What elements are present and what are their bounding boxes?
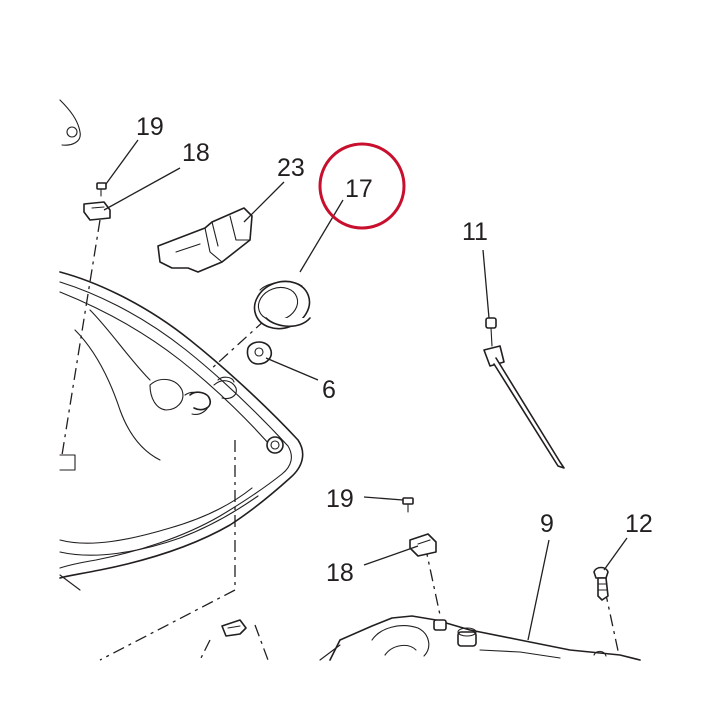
fairing-panel: [59, 271, 304, 591]
part-12-bolt: [593, 566, 609, 601]
callout-6: 6: [322, 376, 336, 404]
part-6-grommet: [189, 341, 273, 411]
callout-19-mid: 19: [326, 485, 354, 513]
partial-part-top-left: [59, 99, 81, 146]
callout-23: 23: [277, 154, 305, 182]
callout-18-bottom: 18: [326, 559, 354, 587]
partial-clip-bottom: [221, 619, 247, 637]
part-19-screw-mid: [402, 497, 414, 513]
callout-11: 11: [462, 218, 488, 246]
part-11-cable-tie: [483, 317, 565, 469]
part-19-screw-top: [96, 182, 107, 197]
callout-18-top: 18: [182, 139, 210, 167]
highlight-circle: [318, 142, 406, 230]
callout-9: 9: [540, 510, 554, 538]
part-18-clip-top: [83, 201, 111, 221]
leader-lines: [103, 139, 628, 641]
part-23-bracket: [157, 207, 253, 273]
part-18-clip-bottom: [409, 533, 437, 557]
part-17-grommet: [253, 280, 311, 330]
callout-labels: 19 18 23 17 11 6 19 9 12 18: [136, 113, 653, 587]
part-9-housing: [319, 615, 641, 661]
assembly-centerlines: [61, 219, 621, 661]
callout-12: 12: [625, 510, 653, 538]
callout-17: 17: [345, 175, 373, 203]
callout-19-top: 19: [136, 113, 164, 141]
